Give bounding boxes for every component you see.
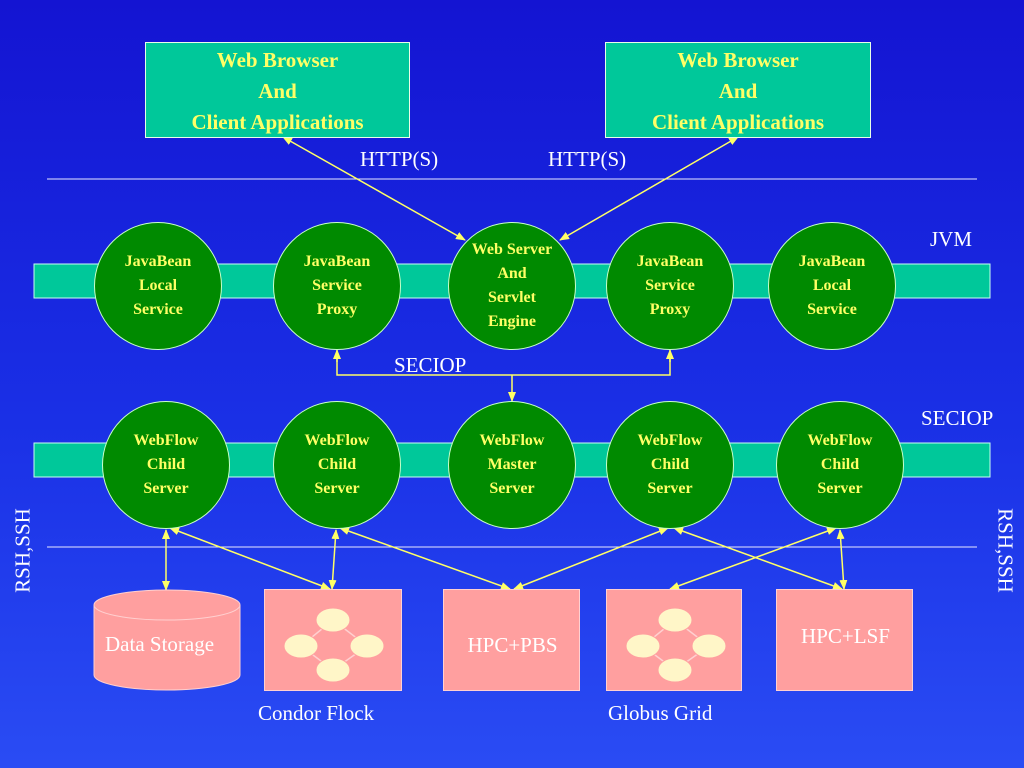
link-child4-lsf [673,527,843,590]
condor-flock-caption: Condor Flock [258,701,375,725]
node-javabean-local-service-left: JavaBean Local Service [94,222,222,350]
globus-grid-box [606,589,742,691]
http-label-right: HTTP(S) [548,147,627,171]
link-child4-pbs [513,527,669,590]
seciop-label-mid: SECIOP [394,353,467,377]
link-child1-condor [169,527,331,590]
hpc-pbs-box: HPC+PBS [443,589,580,691]
http-arrow-right [559,136,739,241]
seciop-label-right: SECIOP [921,406,994,430]
node-webflow-child-2: WebFlow Child Server [273,401,401,529]
node-webflow-child-4: WebFlow Child Server [776,401,904,529]
browser-box-right: Web Browser And Client Applications [605,42,871,138]
seciop-bracket [336,352,671,376]
jvm-label: JVM [930,227,973,251]
hpc-lsf-label: HPC+LSF [801,624,890,648]
http-arrow-left [282,136,466,241]
node-web-server-servlet-engine: Web Server And Servlet Engine [448,222,576,350]
node-javabean-local-service-right: JavaBean Local Service [768,222,896,350]
data-storage-cylinder [93,589,241,691]
rsh-ssh-label-left: RSH,SSH [10,508,35,593]
node-javabean-service-proxy-right: JavaBean Service Proxy [606,222,734,350]
node-javabean-service-proxy-left: JavaBean Service Proxy [273,222,401,350]
browser-box-left: Web Browser And Client Applications [145,42,410,138]
globus-grid-caption: Globus Grid [608,701,713,725]
node-webflow-master: WebFlow Master Server [448,401,576,529]
link-child5-globus [669,527,837,590]
link-child2-pbs [339,527,511,590]
node-webflow-child-1: WebFlow Child Server [102,401,230,529]
node-webflow-child-3: WebFlow Child Server [606,401,734,529]
globus-network-icon [625,607,727,683]
rsh-ssh-label-right: RSH,SSH [993,508,1018,593]
data-storage-label: Data Storage [105,632,215,656]
condor-flock-box [264,589,402,691]
http-label-left: HTTP(S) [360,147,439,171]
link-child5-lsf [836,529,848,590]
hpc-lsf-box: HPC+LSF [776,589,913,691]
link-child2-condor [328,529,340,590]
condor-network-icon [283,607,385,683]
hpc-pbs-label: HPC+PBS [467,633,558,657]
